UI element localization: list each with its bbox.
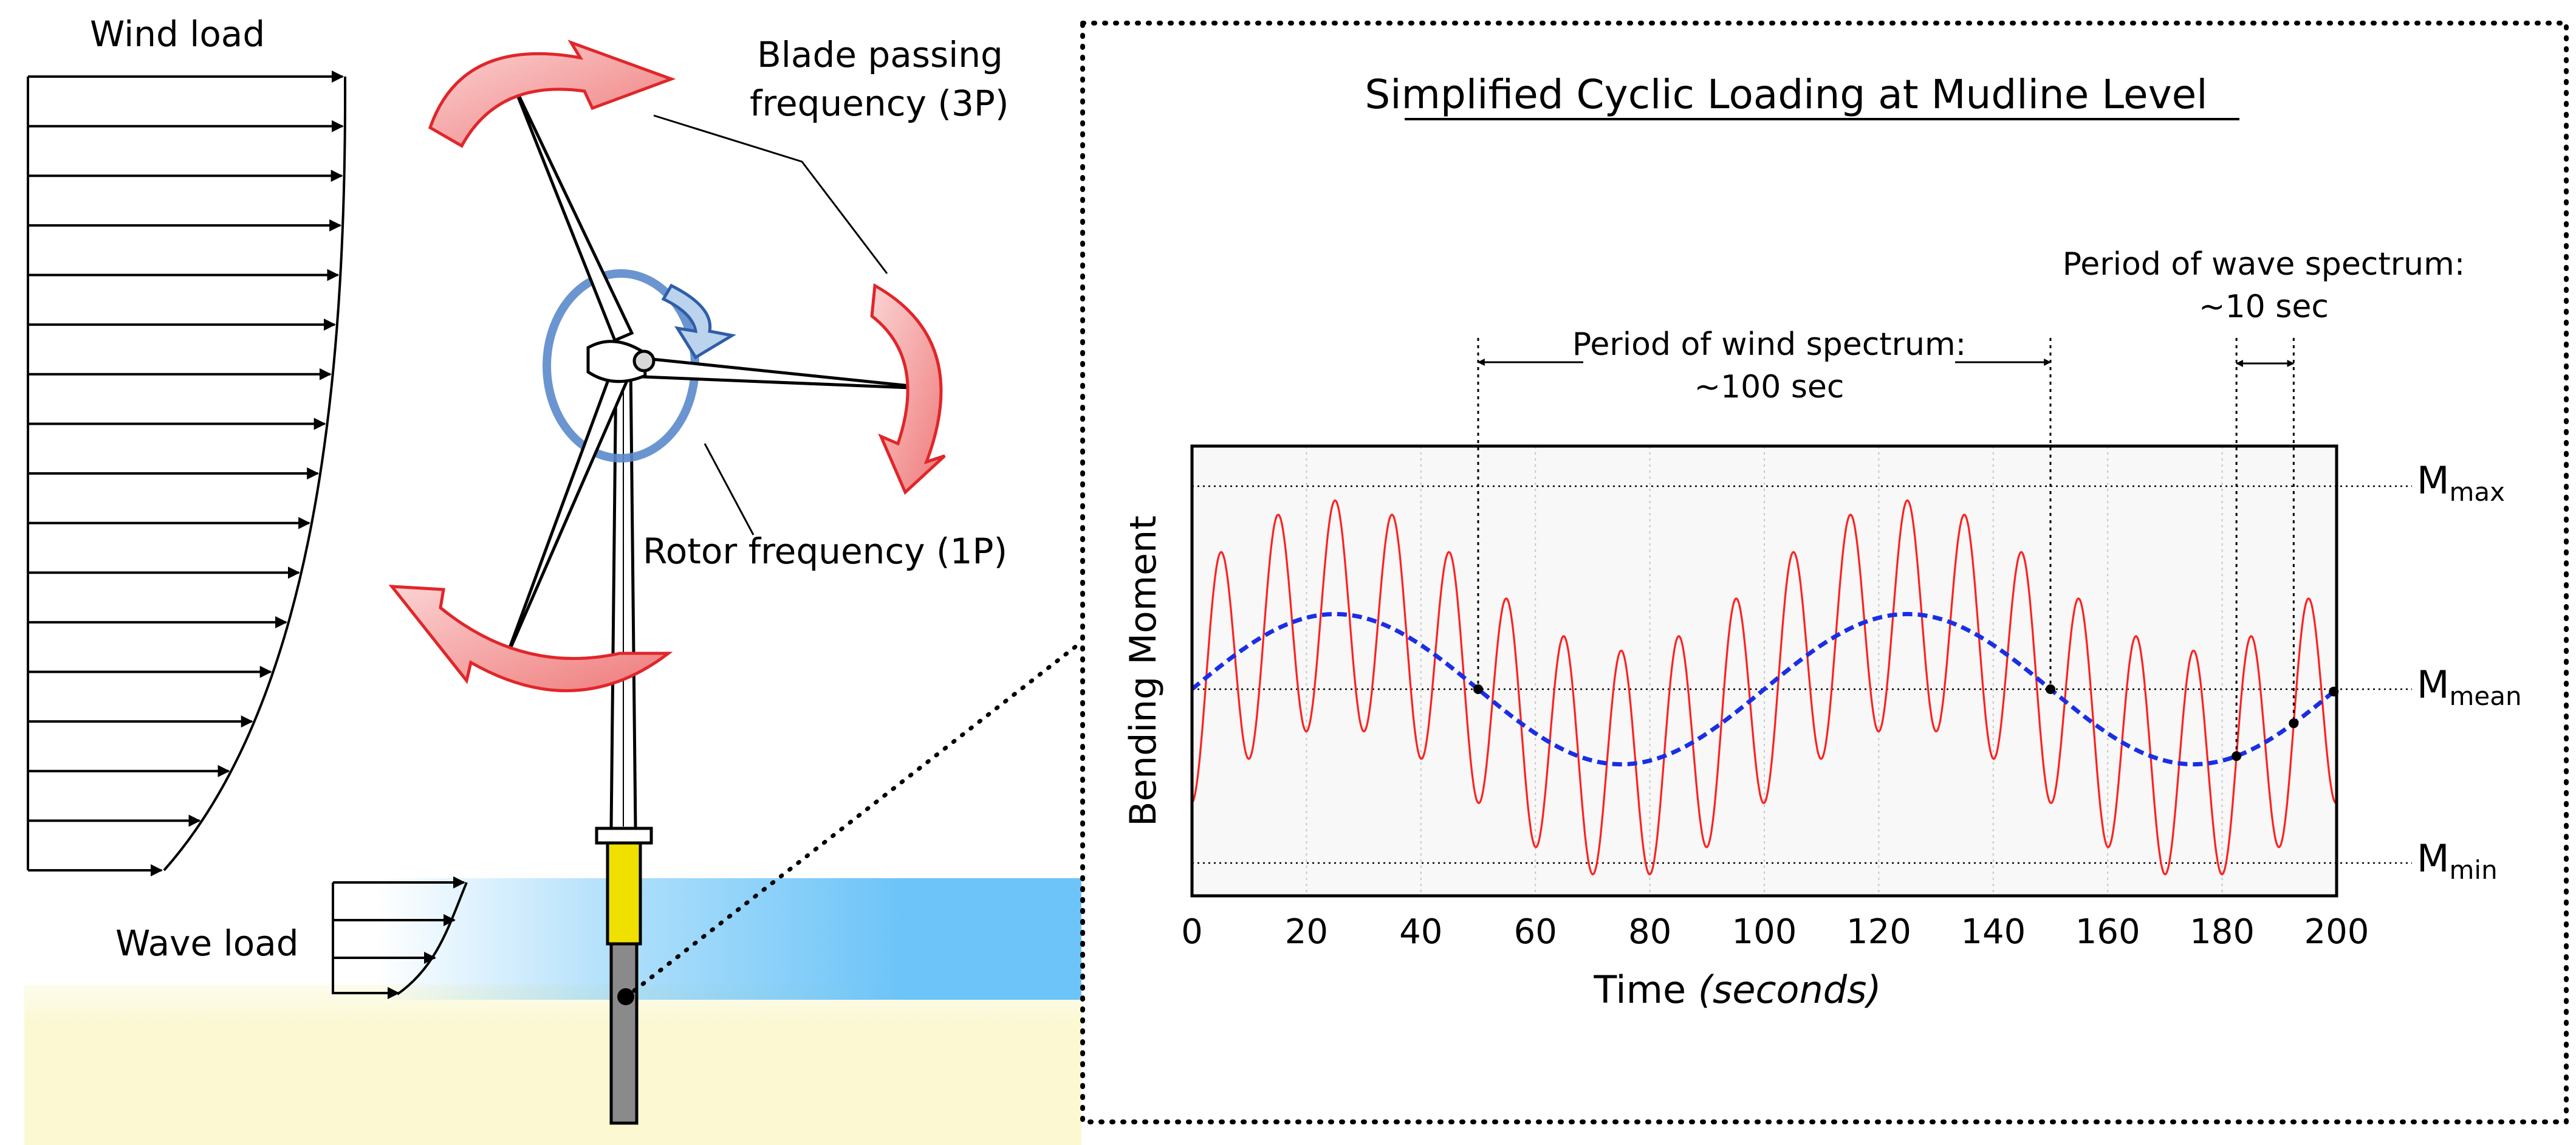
blade-lower [502,370,631,663]
blade-rotation-arrow-top [428,40,676,148]
wind-load-profile: Wind load [27,13,347,876]
m-max-label: Mmax [2417,458,2505,507]
tower-flange [595,827,653,845]
wind-turbine: Blade passing frequency (3P) Rotor frequ… [388,34,1083,1125]
wave-period-annotation: Period of wave spectrum: ~10 sec [2063,246,2465,757]
blade-rotation-arrow-right [870,283,946,495]
wind-load-mean-signal [1190,611,2338,767]
wave-period-line2: ~10 sec [2199,289,2329,325]
rotor-frequency-leader [704,443,755,535]
wave-period-line1: Period of wave spectrum: [2063,246,2465,283]
blade-passing-label-line2: frequency (3P) [750,83,1009,124]
x-tick-label: 140 [1961,912,2026,952]
sea [377,878,1081,1000]
wind-profile-curve [163,76,347,872]
x-tick-label: 60 [1514,912,1557,952]
seabed [24,985,1081,1145]
wind-period-annotation: Period of wind spectrum: ~100 sec [1477,320,2052,689]
m-mean-sub: mean [2450,681,2522,711]
m-max-base: M [2417,458,2450,503]
wave-profile-curve [396,882,468,995]
x-axis-label-unit: (seconds) [1698,968,1882,1012]
plot-gridlines [1306,446,2223,896]
x-tick-label: 100 [1732,912,1797,952]
plot-border [1190,444,2338,898]
wind-period-label-bg [1583,320,1955,411]
x-axis-label-main: Time [1593,968,1697,1012]
m-min-label: Mmin [2417,836,2498,885]
m-min-sub: min [2450,855,2498,885]
rotor-frequency-label: Rotor frequency (1P) [643,531,1007,572]
wave-load-signal [1191,499,2337,876]
blade-right [640,357,940,391]
rotor-frequency-arrow [661,283,736,360]
blade-upper [510,79,634,343]
wind-load-label: Wind load [90,13,265,55]
m-max-sub: max [2450,477,2506,507]
chart-panel: Simplified Cyclic Loading at Mudline Lev… [1080,21,2569,1124]
x-tick-label: 80 [1628,912,1671,952]
blade-passing-label-line1: Blade passing [757,34,1003,75]
x-axis-tick-labels: 0 20 40 60 80 100 120 140 160 180 200 [1181,912,2369,952]
x-tick-label: 180 [2190,912,2255,952]
transition-piece [606,840,642,946]
m-min-base: M [2417,836,2450,881]
period-marker-point [2289,718,2299,729]
wave-load-label: Wave load [115,923,299,964]
monopile [609,939,639,1125]
m-mean-base: M [2417,662,2450,707]
x-tick-label: 160 [2075,912,2140,952]
x-tick-label: 40 [1399,912,1442,952]
wind-period-line1: Period of wind spectrum: [1572,326,1966,363]
x-axis-label: Time (seconds) [1593,968,1881,1012]
moment-level-lines [1192,485,2412,864]
m-mean-label: Mmean [2417,662,2522,711]
blade-passing-leader [653,114,888,274]
wind-load-arrows [28,70,344,876]
wave-load-profile: Wave load [115,876,468,999]
blade-rotation-arrow-lower [388,585,673,692]
hub [632,349,656,373]
left-panel: Wind load Wave load [24,13,1083,1145]
wind-period-line2: ~100 sec [1694,369,1844,405]
y-axis-label: Bending Moment [1122,515,1165,826]
chart-title: Simplified Cyclic Loading at Mudline Lev… [1365,71,2207,118]
nacelle [586,340,647,383]
x-tick-label: 0 [1181,912,1203,952]
x-tick-label: 120 [1846,912,1911,952]
mudline-point [617,988,634,1005]
zoom-connector-line [632,641,1083,993]
x-tick-label: 200 [2304,912,2369,952]
x-tick-label: 20 [1285,912,1328,952]
